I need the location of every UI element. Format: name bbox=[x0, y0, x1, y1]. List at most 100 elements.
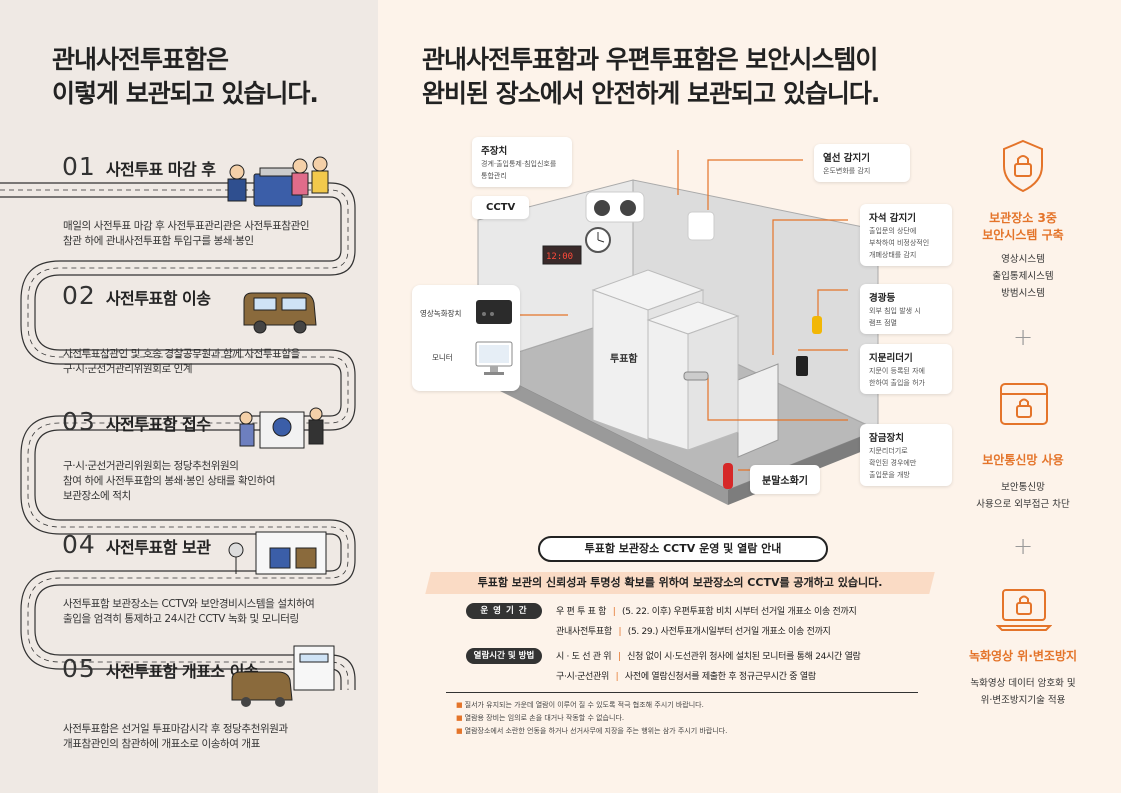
step-5-description: 사전투표함은 선거일 투표마감시각 후 정당추천위원과 개표참관인의 참관하에 … bbox=[63, 722, 288, 752]
viewing-method-badge: 열람시간 및 방법 bbox=[466, 648, 542, 664]
lock-desc1: 지문리더기로 bbox=[869, 447, 908, 455]
monitor-label: 모니터 bbox=[432, 353, 453, 362]
step-3-desc-line1: 구·시·군선거관리위원회는 정당추천위원의 bbox=[63, 460, 239, 472]
magnetic-sensor-desc3: 개폐상태를 감지 bbox=[869, 251, 917, 259]
right-title: 관내사전투표함과 우편투표함은 보안시스템이 완비된 장소에서 안전하게 보관되… bbox=[422, 43, 880, 111]
fire-extinguisher-icon bbox=[723, 463, 733, 489]
magnetic-sensor-desc2: 부착하여 비정상적인 bbox=[869, 239, 930, 247]
plus-sign-1: + bbox=[1012, 323, 1034, 351]
operation-period-row-1: 우 편 투 표 함 | (5. 22. 이후) 우편투표함 비치 시부터 선거일… bbox=[556, 604, 857, 617]
lock-desc3: 출입문을 개방 bbox=[869, 471, 910, 479]
step-3-heading: 03 사전투표함 접수 bbox=[62, 407, 211, 436]
step-1-title: 사전투표 마감 후 bbox=[105, 160, 216, 179]
alarm-light-desc2: 램프 점멸 bbox=[869, 319, 897, 327]
security-2-title: 보안통신망 사용 bbox=[982, 453, 1064, 467]
step-4-desc-line2: 출입을 엄격히 통제하고 24시간 CCTV 녹화 및 모니터링 bbox=[63, 613, 299, 625]
cctv-callout: CCTV bbox=[472, 196, 530, 219]
heat-sensor-title: 열선 감지기 bbox=[823, 153, 871, 164]
alarm-light-title: 경광등 bbox=[869, 293, 896, 304]
main-device-callout: 주장치 경계·출입통제·침입신호를 통합관리 bbox=[472, 137, 572, 187]
security-1-title-line2: 보안시스템 구축 bbox=[982, 228, 1064, 242]
step-1-description: 매일의 사전투표 마감 후 사전투표관리관은 사전투표참관인 참관 하에 관내사… bbox=[63, 219, 310, 249]
alarm-lamp-icon bbox=[812, 316, 822, 334]
browser-lock-icon bbox=[1000, 383, 1048, 425]
note-3-text: 열람장소에서 소란한 언동을 하거나 선거사무에 지장을 주는 행위는 삼가 주… bbox=[464, 727, 728, 735]
step-2-heading: 02 사전투표함 이송 bbox=[62, 281, 211, 310]
step-5-number: 05 bbox=[62, 654, 96, 683]
step-2-title: 사전투표함 이송 bbox=[105, 289, 211, 308]
transport-van-illustration bbox=[243, 292, 317, 334]
view-row1-label: 시 · 도 선 관 위 bbox=[556, 652, 612, 662]
left-title-line2: 이렇게 보관되고 있습니다. bbox=[52, 79, 319, 108]
winding-road bbox=[0, 182, 356, 690]
view-row1-text: 신청 없이 시·도선관위 청사에 설치된 모니터를 통해 24시간 열람 bbox=[627, 652, 861, 662]
door-lock-icon bbox=[683, 371, 709, 381]
left-title: 관내사전투표함은 이렇게 보관되고 있습니다. bbox=[52, 43, 319, 111]
right-title-line2: 완비된 장소에서 안전하게 보관되고 있습니다. bbox=[422, 79, 880, 108]
step-3-title: 사전투표함 접수 bbox=[105, 415, 211, 434]
security-3-title: 녹화영상 위·변조방지 bbox=[968, 649, 1078, 663]
security-1-desc-line3: 방범시스템 bbox=[1001, 288, 1045, 299]
view-row2-label: 구·시·군선관위 bbox=[556, 672, 610, 682]
security-3-desc-line1: 녹화영상 데이터 암호화 및 bbox=[970, 678, 1076, 689]
right-title-line1: 관내사전투표함과 우편투표함은 보안시스템이 bbox=[422, 45, 878, 74]
recorder-label: 영상녹화장치 bbox=[420, 309, 462, 318]
period-row2-label: 관내사전투표함 bbox=[556, 627, 612, 637]
counting-center-illustration bbox=[231, 645, 335, 707]
cctv-camera-icon bbox=[585, 191, 645, 223]
step-4-description: 사전투표함 보관장소는 CCTV와 보안경비시스템을 설치하여 출입을 엄격히 … bbox=[63, 597, 315, 627]
cctv-guide: 투표함 보관장소 CCTV 운영 및 열람 안내 투표함 보관의 신뢰성과 투명… bbox=[425, 528, 956, 748]
lock-title: 잠금장치 bbox=[869, 433, 904, 444]
note-2-text: 열람용 장비는 임의로 손을 대거나 작동할 수 없습니다. bbox=[464, 714, 625, 722]
inspection-illustration bbox=[239, 407, 324, 449]
guide-note-2: ■열람용 장비는 임의로 손을 대거나 작동할 수 없습니다. bbox=[456, 713, 624, 723]
shield-lock-icon bbox=[1003, 139, 1043, 193]
step-1-desc-line1: 매일의 사전투표 마감 후 사전투표관리관은 사전투표참관인 bbox=[63, 220, 310, 232]
operation-period-badge: 운 영 기 간 bbox=[466, 603, 542, 619]
operation-period-row-2: 관내사전투표함 | (5. 29.) 사전투표개시일부터 선거일 개표소 이송 … bbox=[556, 624, 831, 637]
step-1-number: 01 bbox=[62, 152, 96, 181]
view-row2-separator: | bbox=[615, 672, 619, 682]
heat-sensor-callout: 열선 감지기 온도변화를 감지 bbox=[814, 144, 910, 182]
alarm-light-callout: 경광등 외부 침입 발생 시 램프 점멸 bbox=[860, 284, 952, 334]
viewing-row-2: 구·시·군선관위 | 사전에 열람신청서를 제출한 후 정규근무시간 중 열람 bbox=[556, 669, 816, 682]
period-row2-text: (5. 29.) 사전투표개시일부터 선거일 개표소 이송 전까지 bbox=[627, 627, 831, 637]
security-2-desc-line2: 사용으로 외부접근 차단 bbox=[976, 499, 1070, 510]
note-1-bullet: ■ bbox=[456, 701, 463, 709]
left-panel: 관내사전투표함은 이렇게 보관되고 있습니다. 01 사전투표 마감 후 매일의… bbox=[0, 0, 378, 793]
security-1-title: 보관장소 3중 보안시스템 구축 bbox=[948, 210, 1098, 244]
guide-note-1: ■질서가 유지되는 가운데 열람이 이루어 질 수 있도록 적극 협조해 주시기… bbox=[456, 700, 704, 710]
period-row1-text: (5. 22. 이후) 우편투표함 비치 시부터 선거일 개표소 이송 전까지 bbox=[622, 607, 857, 617]
guide-subtitle: 투표함 보관의 신뢰성과 투명성 확보를 위하여 보관장소의 CCTV를 공개하… bbox=[477, 576, 883, 589]
guide-note-3: ■열람장소에서 소란한 언동을 하거나 선거사무에 지장을 주는 행위는 삼가 … bbox=[456, 726, 727, 736]
ballot-box-label: 투표함 bbox=[610, 354, 638, 365]
step-1-heading: 01 사전투표 마감 후 bbox=[62, 152, 216, 181]
step-5-heading: 05 사전투표함 개표소 이송 bbox=[62, 654, 259, 683]
guide-divider bbox=[446, 692, 918, 693]
heat-sensor-desc1: 온도변화를 감지 bbox=[823, 167, 871, 175]
fingerprint-desc2: 한하여 출입을 허가 bbox=[869, 379, 925, 387]
security-1-desc: 영상시스템 출입통제시스템 방범시스템 bbox=[948, 251, 1098, 302]
main-device-title: 주장치 bbox=[481, 146, 508, 157]
step-5-desc-line2: 개표참관인의 참관하에 개표소로 이송하여 개표 bbox=[63, 738, 260, 750]
security-2-desc: 보안통신망 사용으로 외부접근 차단 bbox=[948, 479, 1098, 513]
step-4-desc-line1: 사전투표함 보관장소는 CCTV와 보안경비시스템을 설치하여 bbox=[63, 598, 315, 610]
security-3-desc-line2: 위·변조방지기술 적용 bbox=[980, 695, 1066, 706]
step-2-description: 사전투표참관인 및 호송 경찰공무원과 함께 사전투표함을 구·시·군선거관리위… bbox=[63, 347, 300, 377]
lock-callout: 잠금장치 지문리더기로 확인된 경우에만 출입문을 개방 bbox=[860, 424, 952, 486]
note-3-bullet: ■ bbox=[456, 727, 463, 735]
viewing-row-1: 시 · 도 선 관 위 | 신청 없이 시·도선관위 청사에 설치된 모니터를 … bbox=[556, 649, 861, 662]
note-1-text: 질서가 유지되는 가운데 열람이 이루어 질 수 있도록 적극 협조해 주시기 … bbox=[464, 701, 704, 709]
step-3-number: 03 bbox=[62, 407, 96, 436]
period-row1-label: 우 편 투 표 함 bbox=[556, 607, 607, 617]
step-4-heading: 04 사전투표함 보관 bbox=[62, 530, 211, 559]
laptop-lock-icon bbox=[996, 589, 1052, 631]
step-2-number: 02 bbox=[62, 281, 96, 310]
step-4-number: 04 bbox=[62, 530, 96, 559]
step-3-desc-line2: 참여 하에 사전투표함의 봉쇄·봉인 상태를 확인하여 bbox=[63, 475, 276, 487]
view-row2-text: 사전에 열람신청서를 제출한 후 정규근무시간 중 열람 bbox=[624, 672, 816, 682]
magnetic-sensor-title: 자석 감지기 bbox=[869, 213, 917, 224]
lock-desc2: 확인된 경우에만 bbox=[869, 459, 917, 467]
step-3-desc-line3: 보관장소에 적치 bbox=[63, 490, 131, 502]
step-1-desc-line2: 참관 하에 관내사전투표함 투입구를 봉쇄·봉인 bbox=[63, 235, 254, 247]
